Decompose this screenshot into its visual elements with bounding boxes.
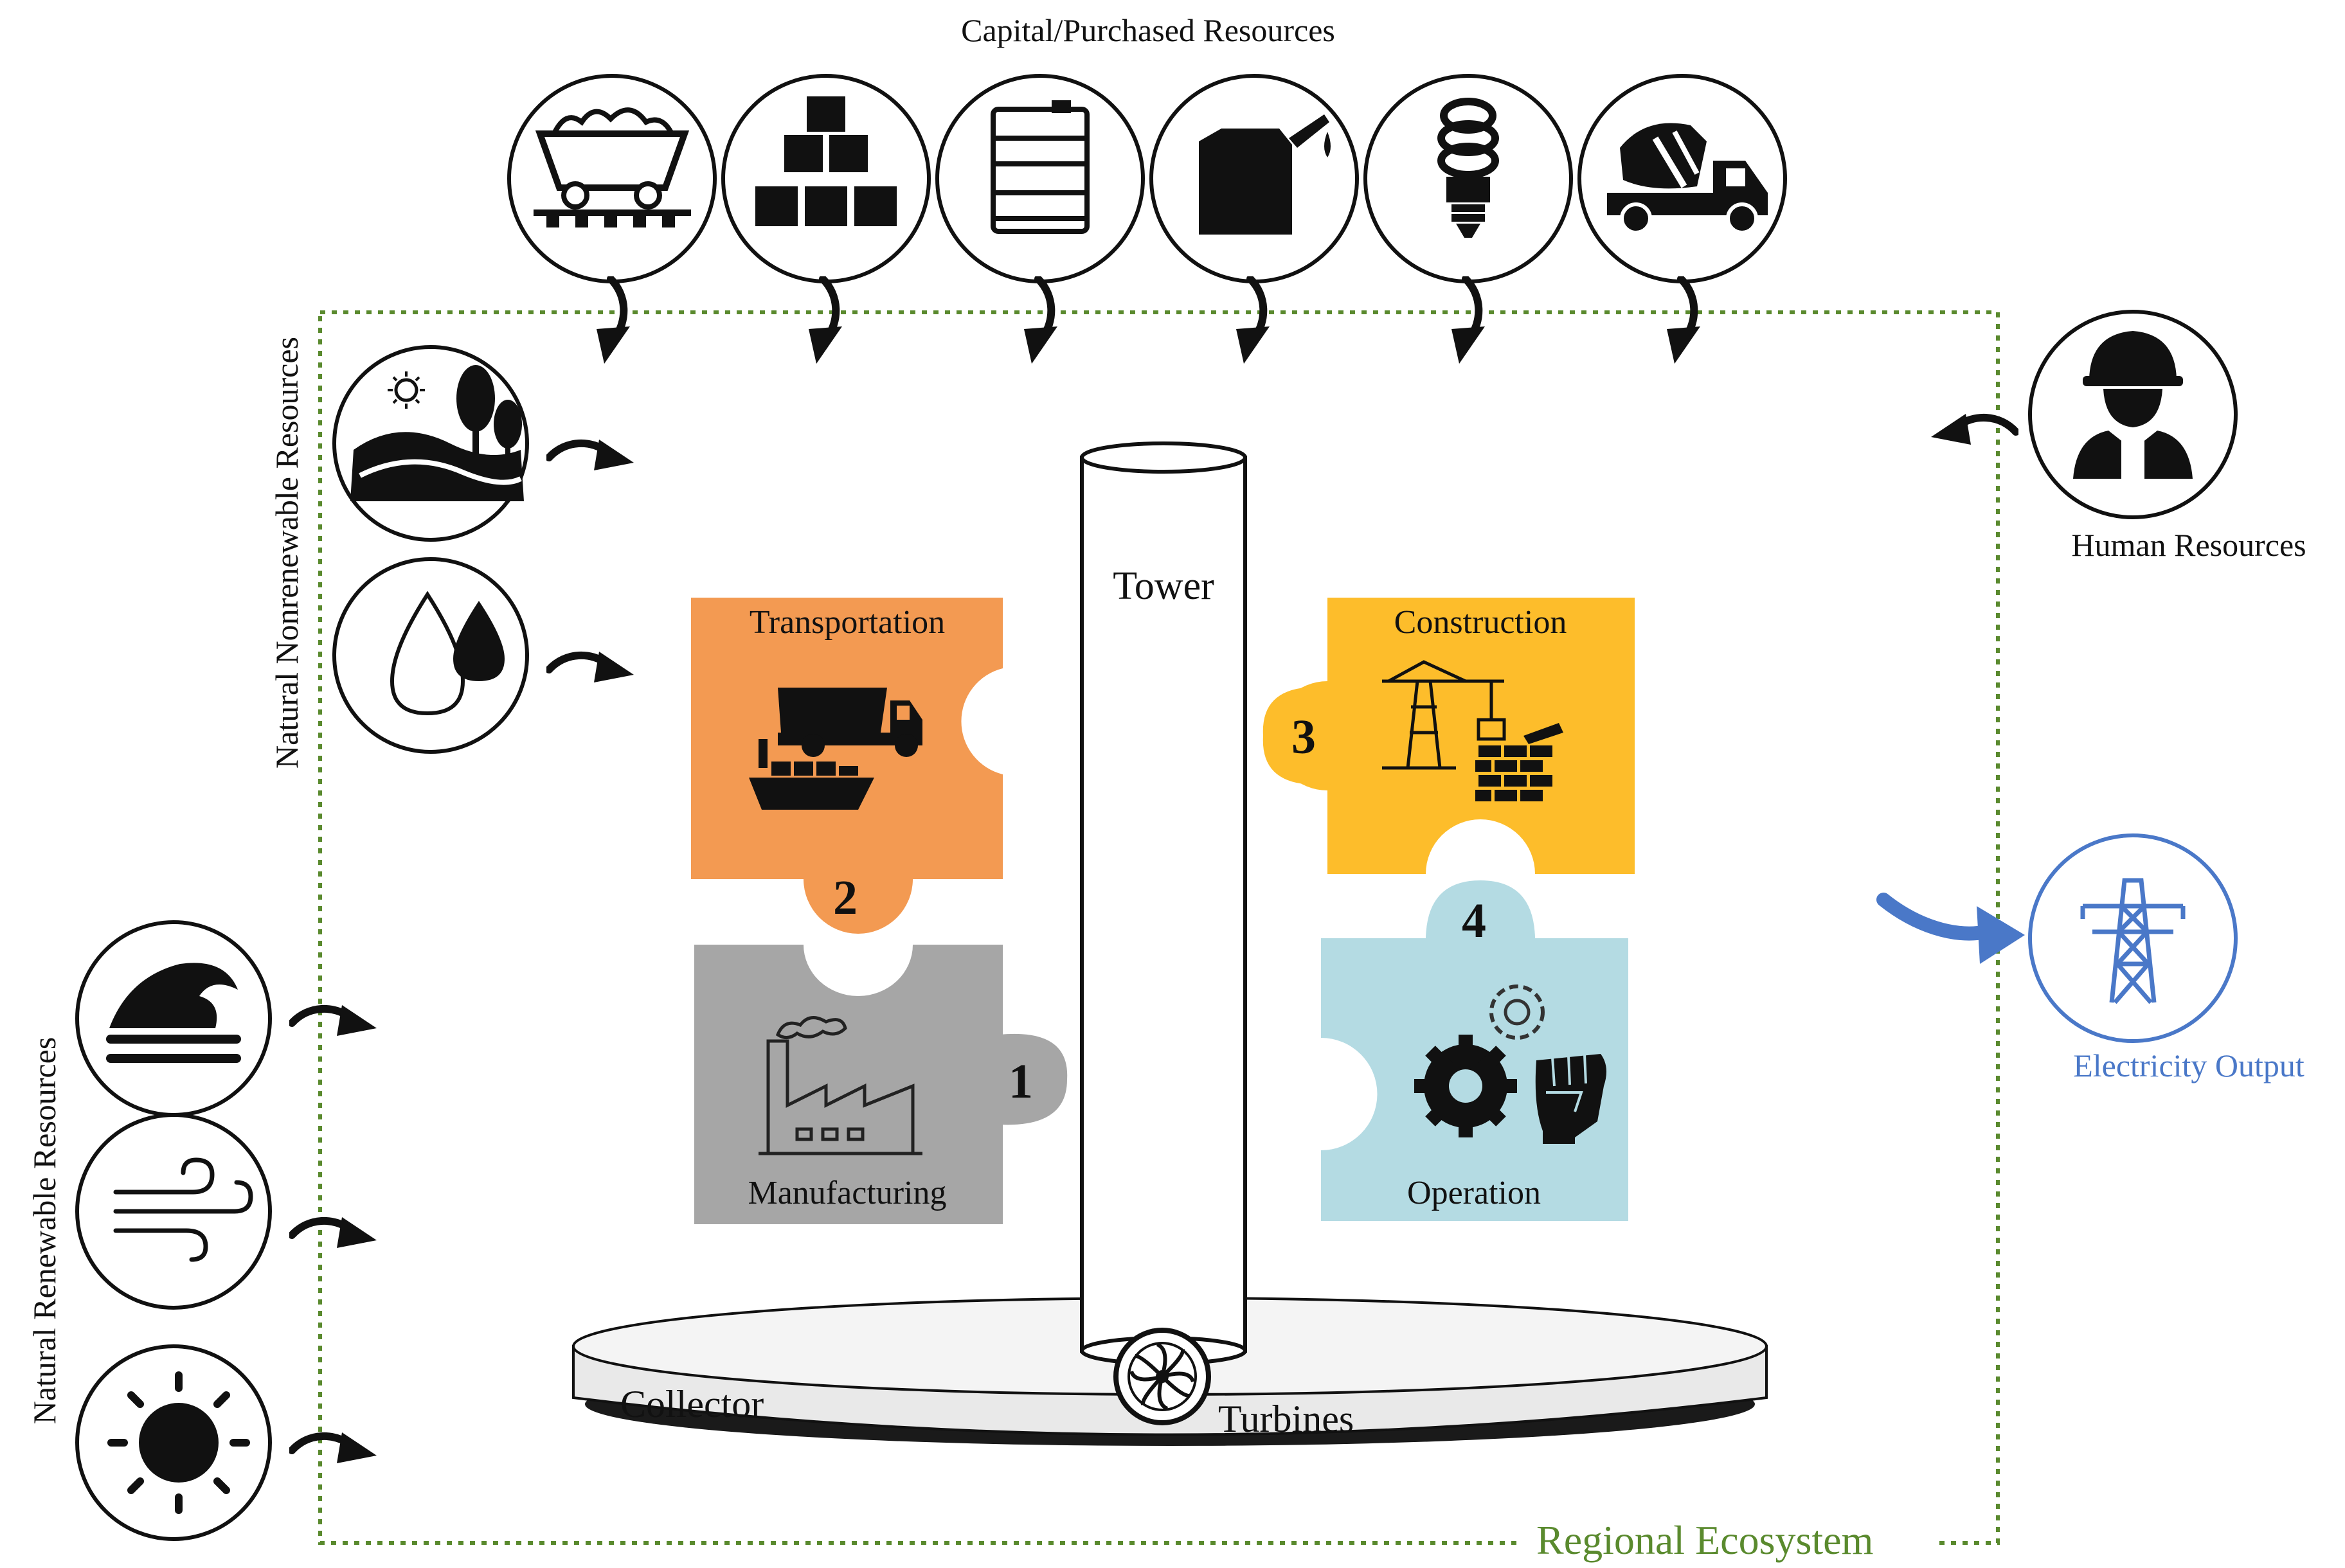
turbine-icon (1113, 1328, 1211, 1425)
renewable-resources-group (75, 920, 377, 1541)
manufacturing-label: Manufacturing (748, 1175, 946, 1211)
stage-transportation: Transportation 2 (691, 598, 1003, 934)
wind-icon (113, 1157, 253, 1262)
nonrenewable-resources-group (332, 345, 634, 754)
tower: Tower (1080, 441, 1247, 1366)
renewable-label: Natural Renewable Resources (26, 1037, 62, 1425)
worker-icon (2073, 331, 2193, 479)
electricity-output-group: Electricity Output (1876, 833, 2305, 1083)
stage-operation: 4 Operation (1321, 880, 1628, 1221)
fist-icon (1535, 1054, 1606, 1144)
stage-construction: Construction 3 (1262, 598, 1635, 874)
electricity-output-label: Electricity Output (2073, 1047, 2305, 1083)
brick-wall-icon (1475, 723, 1563, 801)
transportation-label: Transportation (750, 604, 945, 641)
barrel-icon (991, 100, 1090, 234)
crane-icon (1382, 660, 1506, 770)
transmission-tower-icon (2080, 878, 2186, 1004)
stage-4-number: 4 (1462, 894, 1486, 948)
capital-arrows (597, 279, 1700, 364)
boxes-icon (755, 96, 897, 226)
mine-cart-icon (534, 107, 691, 227)
light-bulb-icon (1437, 98, 1499, 238)
factory-icon (759, 1016, 922, 1155)
concrete-mixer-icon (1607, 123, 1768, 235)
nonrenewable-label: Natural Nonrenewable Resources (269, 337, 305, 769)
stage-2-number: 2 (833, 871, 858, 925)
sun-icon (107, 1371, 250, 1514)
gears-icon (1414, 984, 1545, 1137)
operation-label: Operation (1407, 1175, 1541, 1211)
construction-label: Construction (1394, 604, 1567, 641)
landscape-icon (350, 365, 524, 501)
water-drops-icon (390, 591, 505, 716)
stage-1-number: 1 (1009, 1055, 1033, 1109)
collector-label: Collector (620, 1383, 764, 1425)
tower-label: Tower (1113, 564, 1214, 608)
ocean-wave-icon (106, 963, 241, 1063)
regional-ecosystem-label: Regional Ecosystem (1536, 1517, 1873, 1563)
capital-resources-label: Capital/Purchased Resources (961, 12, 1335, 48)
stage-3-number: 3 (1291, 710, 1316, 764)
capital-resources-group (507, 74, 1787, 283)
stage-manufacturing: 1 Manufacturing (694, 945, 1068, 1224)
turbines-label: Turbines (1218, 1398, 1354, 1440)
human-resources-group: Human Resources (1931, 310, 2306, 563)
fuel-can-icon (1199, 114, 1331, 235)
truck-ship-icon (749, 688, 922, 810)
human-resources-label: Human Resources (2071, 527, 2306, 563)
